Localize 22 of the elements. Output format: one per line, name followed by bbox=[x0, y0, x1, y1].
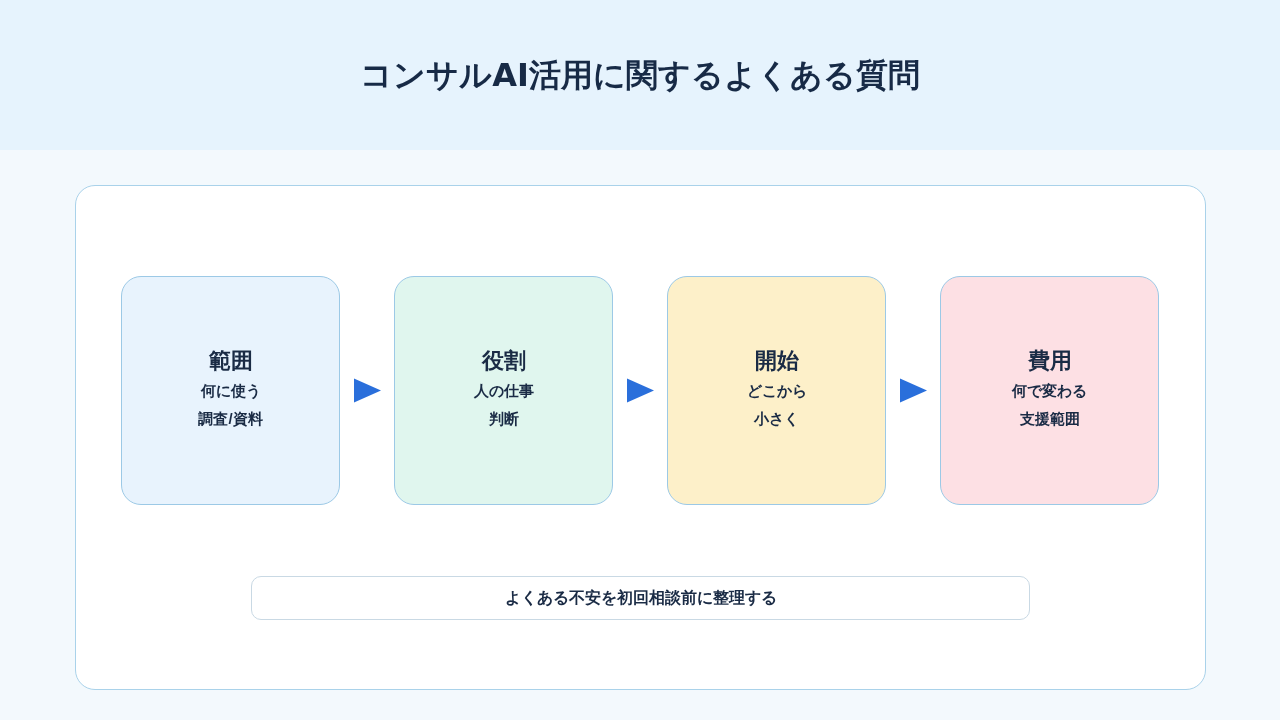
card-text: 判断 bbox=[488, 408, 519, 429]
note-text: よくある不安を初回相談前に整理する bbox=[504, 588, 777, 608]
topic-card bbox=[394, 276, 613, 505]
card-text: 何に使う bbox=[200, 380, 261, 401]
card-text: 調査/資料 bbox=[198, 408, 263, 429]
title: コンサルAI活用に関するよくある質問 bbox=[360, 55, 920, 96]
card-heading: 範囲 bbox=[208, 346, 253, 375]
card-heading: 開始 bbox=[754, 346, 799, 375]
card-heading: 費用 bbox=[1027, 346, 1072, 375]
card-text: 何で変わる bbox=[1012, 380, 1087, 401]
card-text: 人の仕事 bbox=[473, 380, 534, 401]
card-text: どこから bbox=[746, 380, 807, 401]
arrow bbox=[627, 378, 654, 403]
card-text: 支援範囲 bbox=[1019, 408, 1080, 429]
card-text: 小さく bbox=[754, 408, 799, 429]
topic-card bbox=[940, 276, 1159, 505]
arrow bbox=[354, 378, 381, 403]
note-box bbox=[251, 576, 1030, 620]
card-heading: 役割 bbox=[481, 346, 526, 375]
arrow bbox=[900, 378, 927, 403]
topic-card bbox=[121, 276, 340, 505]
topic-card bbox=[667, 276, 886, 505]
